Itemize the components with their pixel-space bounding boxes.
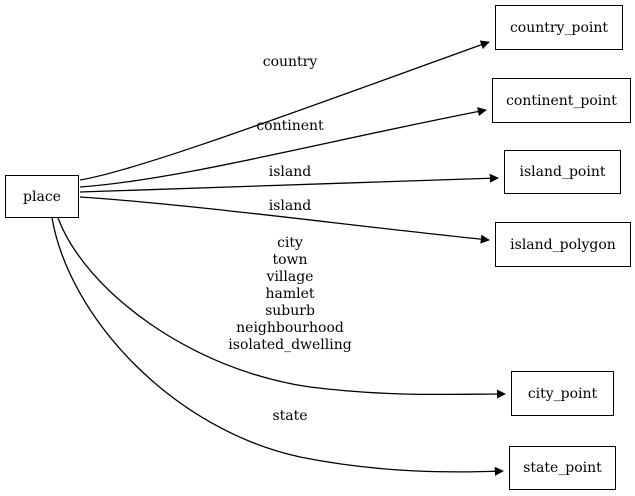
node-label: continent_point bbox=[506, 92, 617, 109]
edge-label-line: island bbox=[268, 164, 312, 180]
edge-label-line: island bbox=[268, 198, 312, 214]
node-label: island_point bbox=[519, 164, 606, 180]
node-island_point[interactable]: island_point bbox=[504, 150, 621, 194]
edge-label-line: country bbox=[262, 54, 318, 70]
edge-place-to-island_point bbox=[79, 173, 499, 193]
node-label: state_point bbox=[523, 460, 602, 476]
node-label: city_point bbox=[527, 385, 598, 402]
edge-label-line: town bbox=[272, 252, 308, 268]
node-country_point[interactable]: country_point bbox=[495, 5, 623, 50]
edge-label-line: state bbox=[272, 408, 308, 424]
edge-place-to-island_polygon bbox=[79, 196, 490, 244]
node-label: island_polygon bbox=[510, 236, 616, 253]
node-label: country_point bbox=[509, 19, 609, 36]
edge-place-to-continent_point bbox=[79, 107, 487, 188]
edge-label-place-to-island_polygon: island bbox=[269, 199, 311, 213]
edge-label-line: isolated_dwelling bbox=[228, 337, 352, 353]
edge-label-line: village bbox=[266, 269, 314, 285]
node-city_point[interactable]: city_point bbox=[511, 371, 614, 416]
edge-label-place-to-country_point: country bbox=[263, 55, 318, 69]
edge-place-to-state_point bbox=[51, 217, 504, 476]
edge-label-line: continent bbox=[256, 118, 324, 134]
node-place[interactable]: place bbox=[5, 175, 79, 218]
edge-label-line: hamlet bbox=[265, 286, 315, 302]
edge-label-line: neighbourhood bbox=[236, 320, 344, 336]
node-continent_point[interactable]: continent_point bbox=[492, 78, 631, 123]
node-state_point[interactable]: state_point bbox=[509, 446, 616, 490]
node-label: place bbox=[23, 188, 61, 205]
edge-label-place-to-continent_point: continent bbox=[256, 119, 323, 133]
edge-paths bbox=[51, 40, 506, 476]
edge-place-to-city_point bbox=[57, 217, 506, 399]
edge-place-to-country_point bbox=[79, 40, 490, 181]
edge-label-line: city bbox=[277, 235, 303, 251]
node-island_polygon[interactable]: island_polygon bbox=[495, 222, 631, 267]
edge-label-place-to-state_point: state bbox=[272, 409, 307, 423]
edge-label-line: suburb bbox=[265, 303, 315, 319]
edge-label-place-to-island_point: island bbox=[269, 165, 311, 179]
